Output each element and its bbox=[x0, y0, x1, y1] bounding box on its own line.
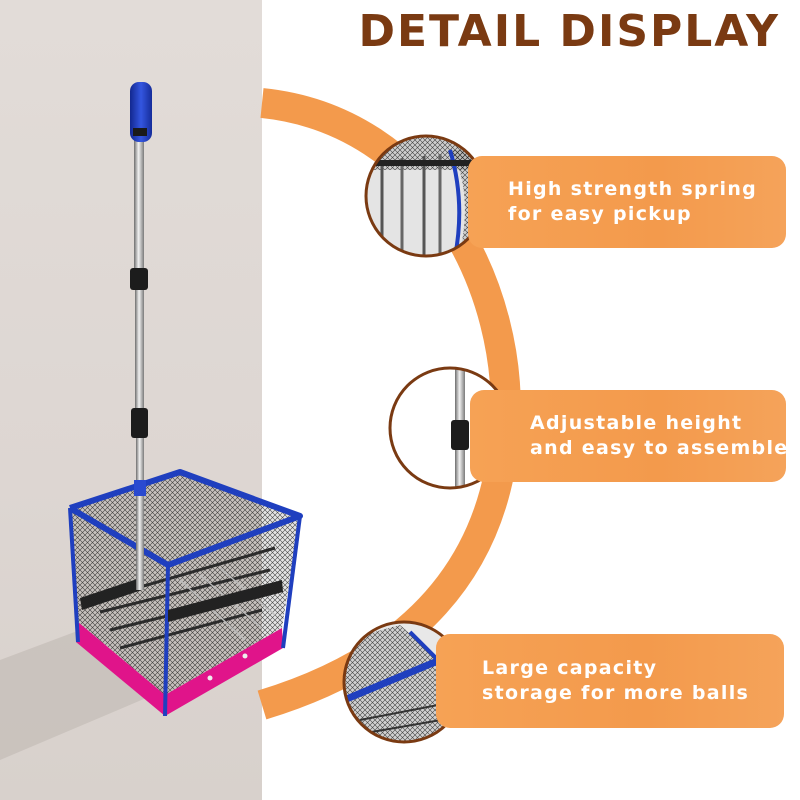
feature-text-line: Large capacity bbox=[482, 657, 658, 679]
feature-text-line: High strength spring bbox=[508, 178, 758, 200]
feature-text-line: for easy pickup bbox=[508, 203, 692, 225]
spring-detail-closeup bbox=[364, 134, 488, 258]
feature-callout-spring: High strength spring for easy pickup bbox=[468, 156, 786, 248]
ball-retriever-product bbox=[68, 82, 303, 717]
feature-callout-height: Adjustable height and easy to assemble bbox=[470, 390, 789, 482]
feature-text-line: storage for more balls bbox=[482, 682, 750, 704]
feature-text-line: and easy to assemble bbox=[530, 437, 789, 459]
page-title: DETAIL DISPLAY bbox=[358, 6, 780, 57]
feature-text-line: Adjustable height bbox=[530, 412, 743, 434]
feature-callout-capacity: Large capacity storage for more balls bbox=[436, 634, 784, 728]
